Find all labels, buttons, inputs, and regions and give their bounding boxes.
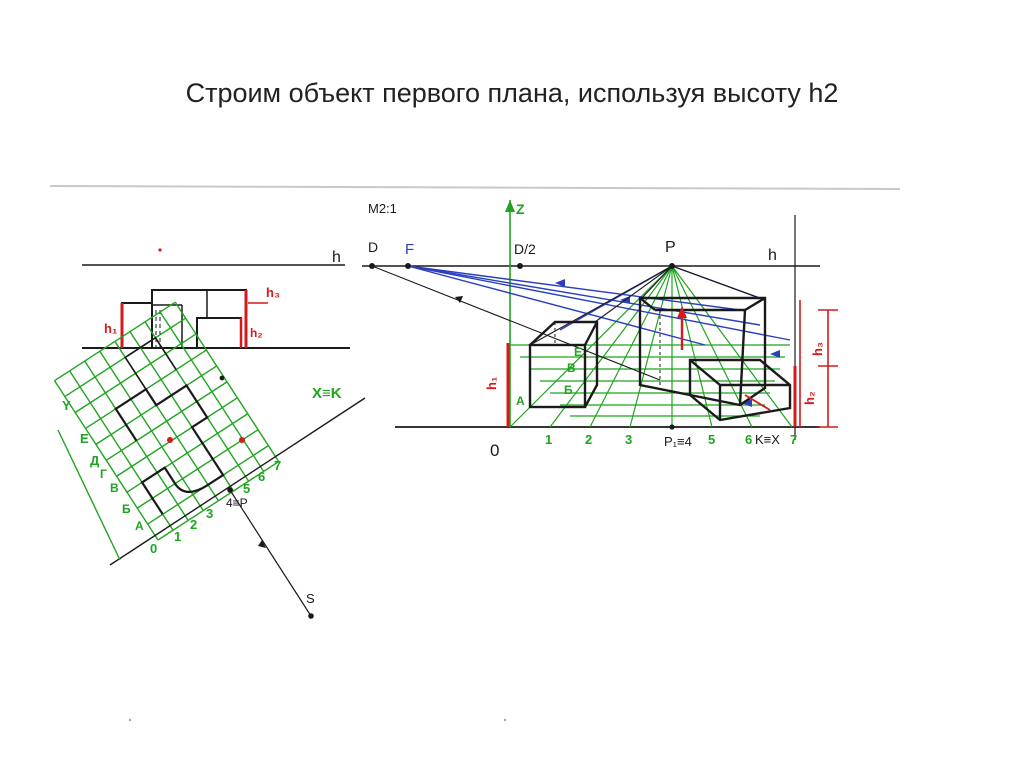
- plan-label-7: 7: [274, 458, 281, 473]
- plan-label-1: 1: [174, 529, 181, 544]
- point-d-label: D: [368, 239, 378, 255]
- plan-sight-line: [229, 489, 312, 617]
- plan-label-g: Г: [100, 467, 107, 481]
- plan-grid: [53, 301, 280, 541]
- persp-h2-label: h₂: [802, 391, 817, 405]
- perspective-view: M2:1 D F D/2 P h Z 0 1 2 3 P₁≡4 5 6 K≡X …: [362, 200, 838, 460]
- p1-label: P₁≡4: [664, 434, 692, 449]
- plan-point-s: [308, 613, 314, 619]
- plan-label-e: Е: [80, 431, 89, 446]
- plan-label-5: 5: [243, 481, 250, 496]
- elevation-view: h h₁ h₂ h₃: [82, 249, 350, 349]
- scale-label: M2:1: [368, 201, 397, 216]
- point-p-label: P: [665, 239, 676, 256]
- origin-label: 0: [490, 441, 499, 460]
- plan-label-v: В: [110, 481, 119, 495]
- persp-label-v: В: [567, 361, 576, 375]
- plan-label-2: 2: [190, 517, 197, 532]
- speck: [503, 718, 507, 722]
- plan-outline: [114, 384, 225, 515]
- tick-label-7: 7: [790, 432, 797, 447]
- height-transfer-mark: [744, 394, 771, 411]
- persp-h1-label: h₁: [484, 377, 499, 390]
- plan-axis-y-label: Y: [62, 398, 71, 413]
- height-transfer-arrow: [677, 306, 687, 318]
- elevation-horizon-label: h: [332, 249, 341, 266]
- plan-mark: [219, 375, 225, 381]
- point-d2-label: D/2: [514, 241, 536, 257]
- plan-xk-label: X≡K: [312, 385, 342, 402]
- ray-arrow: [555, 279, 565, 287]
- plan-sight-arrow: [258, 540, 266, 548]
- point-p1-dot: [669, 424, 675, 430]
- plan-label-3: 3: [206, 506, 213, 521]
- distance-arrow: [455, 296, 463, 303]
- tick-label-5: 5: [708, 432, 715, 447]
- tick-label-1: 1: [545, 432, 552, 447]
- elevation-block-3: [196, 317, 242, 349]
- point-f-label: F: [405, 241, 414, 258]
- plan-label-s: S: [306, 591, 315, 606]
- speck: [158, 248, 162, 252]
- plan-mark: [239, 437, 245, 443]
- elevation-h3-label: h₃: [266, 285, 280, 300]
- persp-label-e: Е: [574, 345, 582, 359]
- plan-label-a: A: [135, 519, 144, 533]
- point-d2-dot: [517, 263, 523, 269]
- plan-upper-outline: [124, 336, 177, 406]
- tick-label-3: 3: [625, 432, 632, 447]
- plan-view: X≡K Y Е Д Г В Б A 0 1 2 3 4≡P 5 6 7 S: [53, 301, 366, 619]
- distance-rays: [371, 265, 766, 381]
- plan-label-b: Б: [122, 502, 131, 516]
- box-front: [688, 358, 792, 422]
- plan-label-p: 4≡P: [226, 496, 248, 510]
- plan-label-0: 0: [150, 541, 157, 556]
- box-left: [528, 320, 599, 409]
- ray-arrow: [742, 399, 752, 407]
- persp-label-b: Б: [564, 383, 573, 397]
- tick-label-6: 6: [745, 432, 752, 447]
- tick-label-2: 2: [585, 432, 592, 447]
- projection-rays: [407, 265, 791, 346]
- plan-mark: [167, 437, 173, 443]
- ray-arrow: [770, 350, 780, 358]
- box-right: [638, 296, 767, 407]
- persp-h3-label: h₃: [810, 342, 825, 356]
- sheet-rule: [49, 185, 901, 190]
- persp-label-a: A: [516, 394, 525, 408]
- plan-label-d: Д: [90, 453, 100, 468]
- horizon-label: h: [768, 247, 777, 264]
- elevation-h2-label: h₂: [250, 326, 263, 340]
- point-p-dot: [669, 263, 675, 269]
- plan-point-p: [227, 487, 233, 493]
- point-d-dot: [369, 263, 375, 269]
- plan-y-axis: [57, 429, 121, 561]
- elevation-h1-label: h₁: [104, 321, 117, 336]
- point-f-dot: [405, 263, 411, 269]
- z-axis-arrow: [505, 200, 515, 212]
- axis-z-label: Z: [516, 201, 525, 217]
- slide-title: Строим объект первого плана, используя в…: [185, 78, 839, 108]
- kx-label: K≡X: [755, 432, 780, 447]
- plan-label-6: 6: [258, 469, 265, 484]
- plan-picture-plane-line: [109, 397, 366, 566]
- speck: [128, 718, 132, 722]
